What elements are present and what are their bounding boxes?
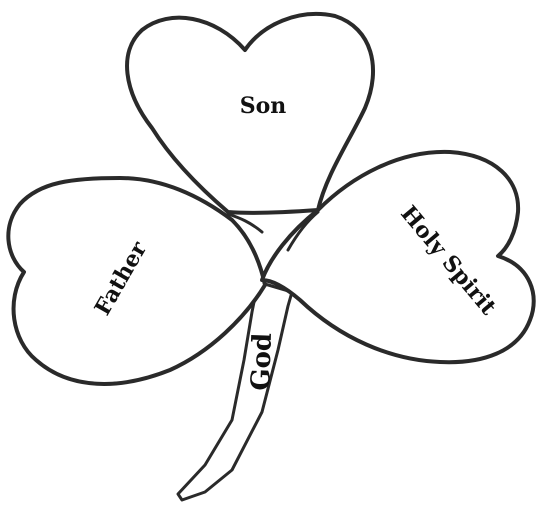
son-label: Son xyxy=(240,93,287,119)
god-label: God xyxy=(246,332,278,391)
